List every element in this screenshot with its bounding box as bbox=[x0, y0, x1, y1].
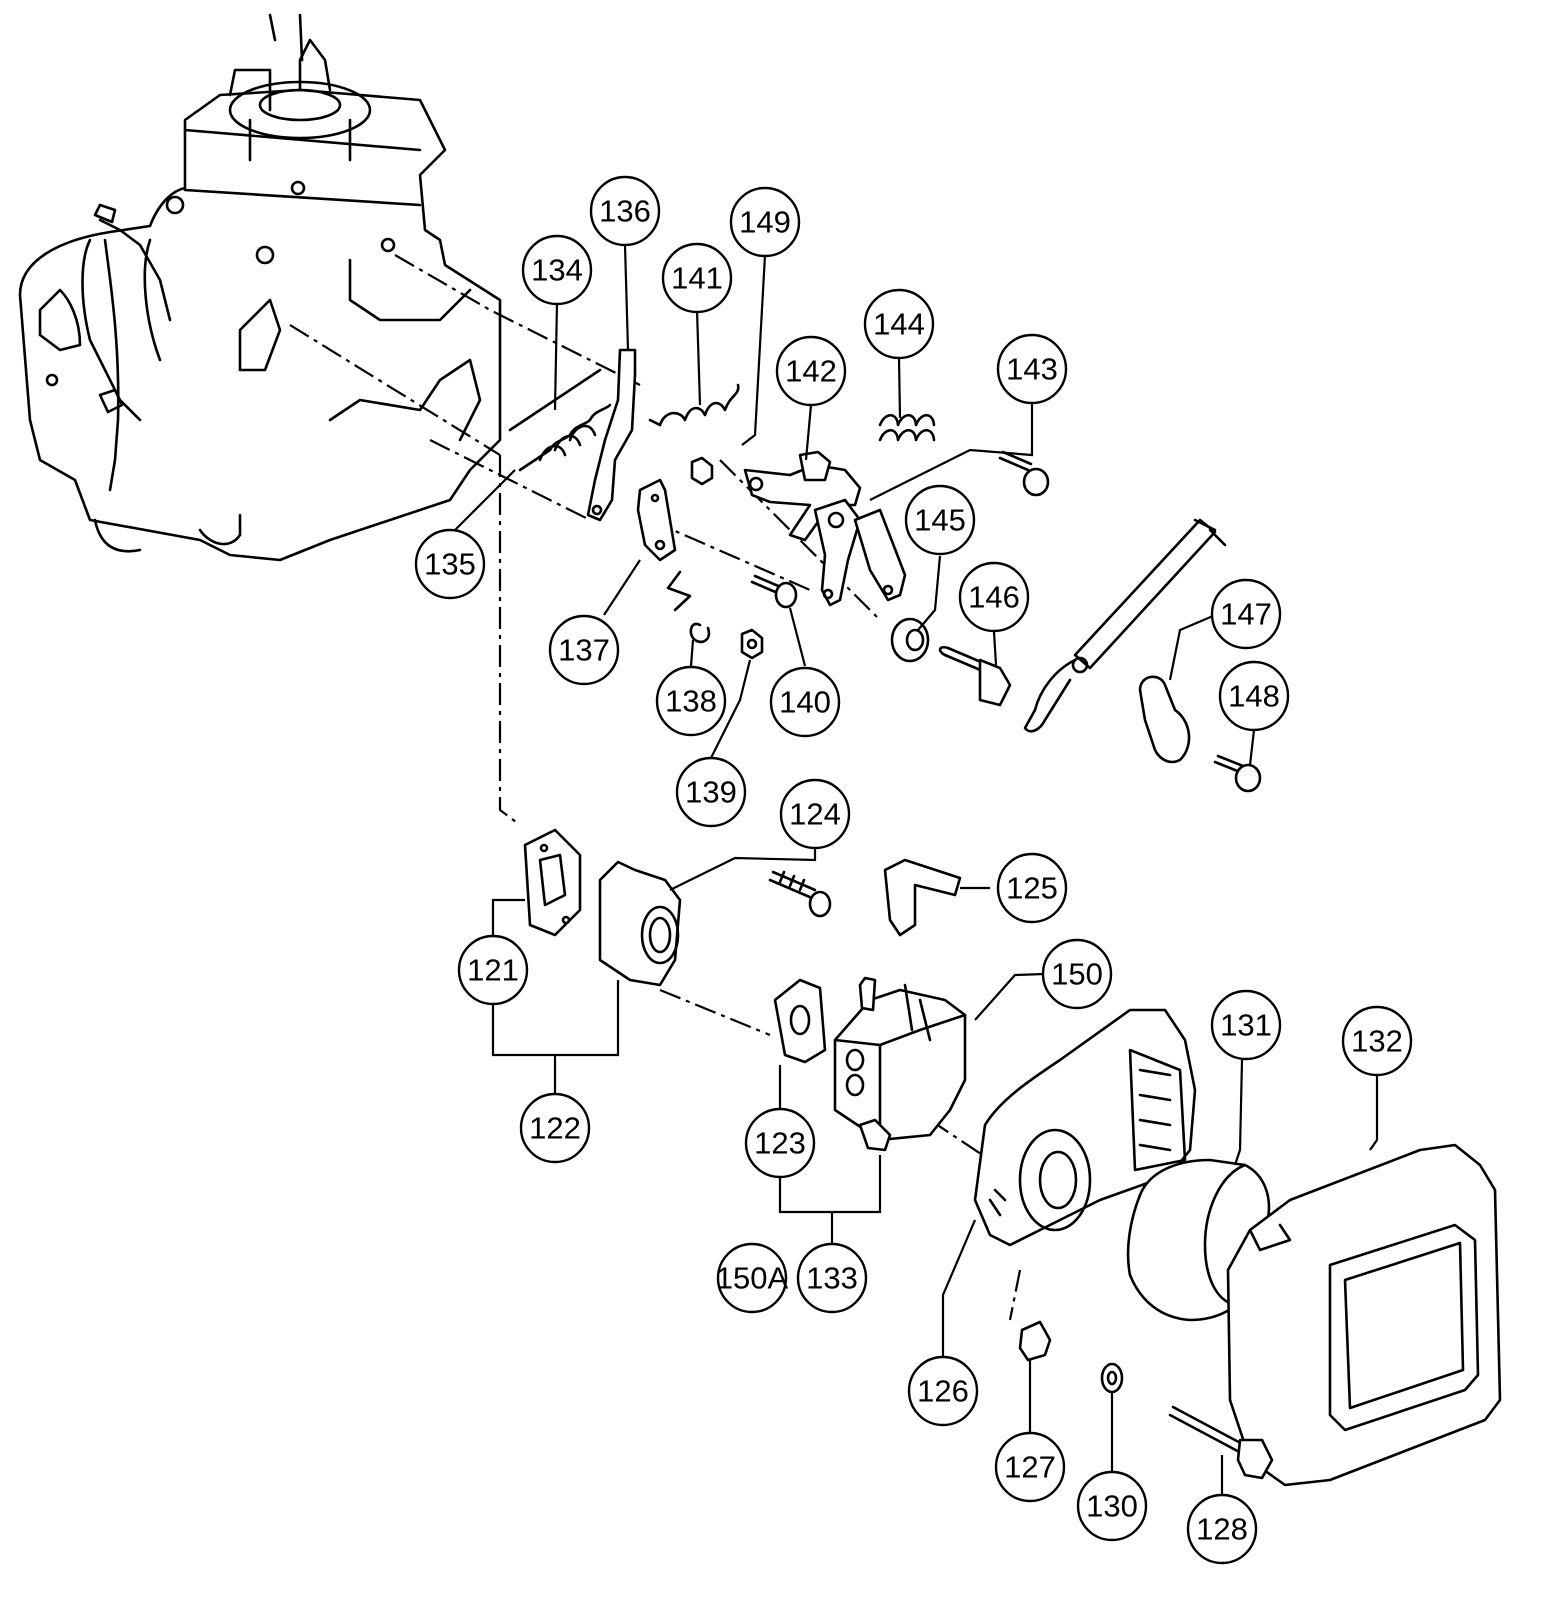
part-clip-138 bbox=[689, 622, 711, 644]
callout-127: 127 bbox=[994, 1431, 1066, 1503]
callout-label: 136 bbox=[599, 194, 651, 229]
callouts: 121 122 123 124 125 126 127 128 130 131 … bbox=[414, 175, 1413, 1565]
callout-label: 150 bbox=[1051, 957, 1103, 992]
callout-150: 150 bbox=[1041, 938, 1113, 1010]
part-bolt-128 bbox=[1168, 1405, 1274, 1480]
callout-label: 139 bbox=[685, 775, 737, 810]
callout-136: 136 bbox=[589, 175, 661, 247]
part-carburetor-150 bbox=[833, 976, 967, 1152]
callout-label: 132 bbox=[1351, 1024, 1403, 1059]
callout-label: 125 bbox=[1006, 871, 1058, 906]
callout-144: 144 bbox=[863, 288, 935, 360]
callout-label: 121 bbox=[467, 953, 519, 988]
callout-label: 143 bbox=[1006, 352, 1058, 387]
callout-123: 123 bbox=[744, 1107, 816, 1179]
callout-125: 125 bbox=[996, 852, 1068, 924]
callout-label: 149 bbox=[739, 205, 791, 240]
part-spring-141 bbox=[648, 383, 740, 427]
callout-126: 126 bbox=[907, 1355, 979, 1427]
callout-label: 127 bbox=[1004, 1450, 1056, 1485]
callout-label: 130 bbox=[1086, 1489, 1138, 1524]
callout-138: 138 bbox=[655, 665, 727, 737]
callout-label: 140 bbox=[779, 685, 831, 720]
callout-label: 134 bbox=[531, 253, 583, 288]
callout-141: 141 bbox=[661, 242, 733, 314]
callout-132: 132 bbox=[1341, 1005, 1413, 1077]
part-washer-130 bbox=[1100, 1362, 1124, 1394]
callout-label: 147 bbox=[1220, 597, 1272, 632]
callout-146: 146 bbox=[958, 561, 1030, 633]
callout-label: 146 bbox=[968, 580, 1020, 615]
callout-label: 144 bbox=[873, 307, 925, 342]
part-clamp-147 bbox=[1138, 675, 1191, 764]
assembly-centerlines bbox=[289, 254, 1131, 1321]
leader-lines bbox=[454, 244, 1379, 1495]
callout-label: 142 bbox=[785, 354, 837, 389]
engine-block bbox=[18, 13, 502, 562]
callout-label: 126 bbox=[917, 1374, 969, 1409]
part-spring-134-135 bbox=[508, 368, 612, 472]
callout-label: 150A bbox=[716, 1261, 789, 1296]
part-air-cleaner-base-126 bbox=[973, 1008, 1197, 1247]
callout-137: 137 bbox=[548, 614, 620, 686]
callout-124: 124 bbox=[779, 778, 851, 850]
part-gasket-121 bbox=[523, 828, 582, 937]
callout-148: 148 bbox=[1218, 660, 1290, 732]
part-nut-149 bbox=[690, 456, 714, 486]
callout-149: 149 bbox=[729, 186, 801, 258]
callout-121: 121 bbox=[457, 934, 529, 1006]
callout-128: 128 bbox=[1186, 1493, 1258, 1565]
callout-131: 131 bbox=[1210, 989, 1282, 1061]
callout-147: 147 bbox=[1210, 578, 1282, 650]
part-cable-147 bbox=[1023, 518, 1227, 733]
part-screw-140 bbox=[750, 574, 798, 609]
part-screw-124 bbox=[768, 870, 832, 918]
callout-label: 128 bbox=[1196, 1512, 1248, 1547]
part-pin-125 bbox=[883, 858, 962, 937]
callout-label: 122 bbox=[529, 1111, 581, 1146]
callout-142: 142 bbox=[775, 335, 847, 407]
part-insulator-122 bbox=[598, 860, 682, 987]
part-spring-144 bbox=[878, 413, 936, 442]
callout-label: 131 bbox=[1220, 1008, 1272, 1043]
part-gasket-123 bbox=[773, 978, 827, 1064]
callout-label: 133 bbox=[806, 1261, 858, 1296]
callout-label: 145 bbox=[914, 503, 966, 538]
callout-145: 145 bbox=[904, 484, 976, 556]
callout-label: 137 bbox=[558, 633, 610, 668]
callout-label: 148 bbox=[1228, 679, 1280, 714]
callout-label: 135 bbox=[424, 547, 476, 582]
part-collar-127 bbox=[1018, 1320, 1052, 1362]
part-nut-139 bbox=[740, 628, 764, 660]
callout-135: 135 bbox=[414, 528, 486, 600]
callout-139: 139 bbox=[675, 756, 747, 828]
callout-130: 130 bbox=[1076, 1470, 1148, 1542]
part-bracket-137 bbox=[636, 478, 692, 612]
callout-label: 138 bbox=[665, 684, 717, 719]
callout-label: 123 bbox=[754, 1126, 806, 1161]
callout-150A: 150A bbox=[716, 1242, 789, 1314]
part-cover-132 bbox=[1226, 1143, 1502, 1487]
callout-134: 134 bbox=[521, 234, 593, 306]
callout-143: 143 bbox=[996, 333, 1068, 405]
part-screw-148 bbox=[1213, 754, 1262, 793]
part-screw-143 bbox=[998, 450, 1050, 497]
callout-122: 122 bbox=[519, 1092, 591, 1164]
part-bolt-146 bbox=[938, 646, 1012, 707]
callout-133: 133 bbox=[796, 1242, 868, 1314]
part-lever-136 bbox=[586, 348, 637, 522]
callout-label: 141 bbox=[671, 261, 723, 296]
callout-140: 140 bbox=[769, 666, 841, 738]
part-throttle-arm-142 bbox=[743, 450, 907, 607]
callout-label: 124 bbox=[789, 797, 841, 832]
